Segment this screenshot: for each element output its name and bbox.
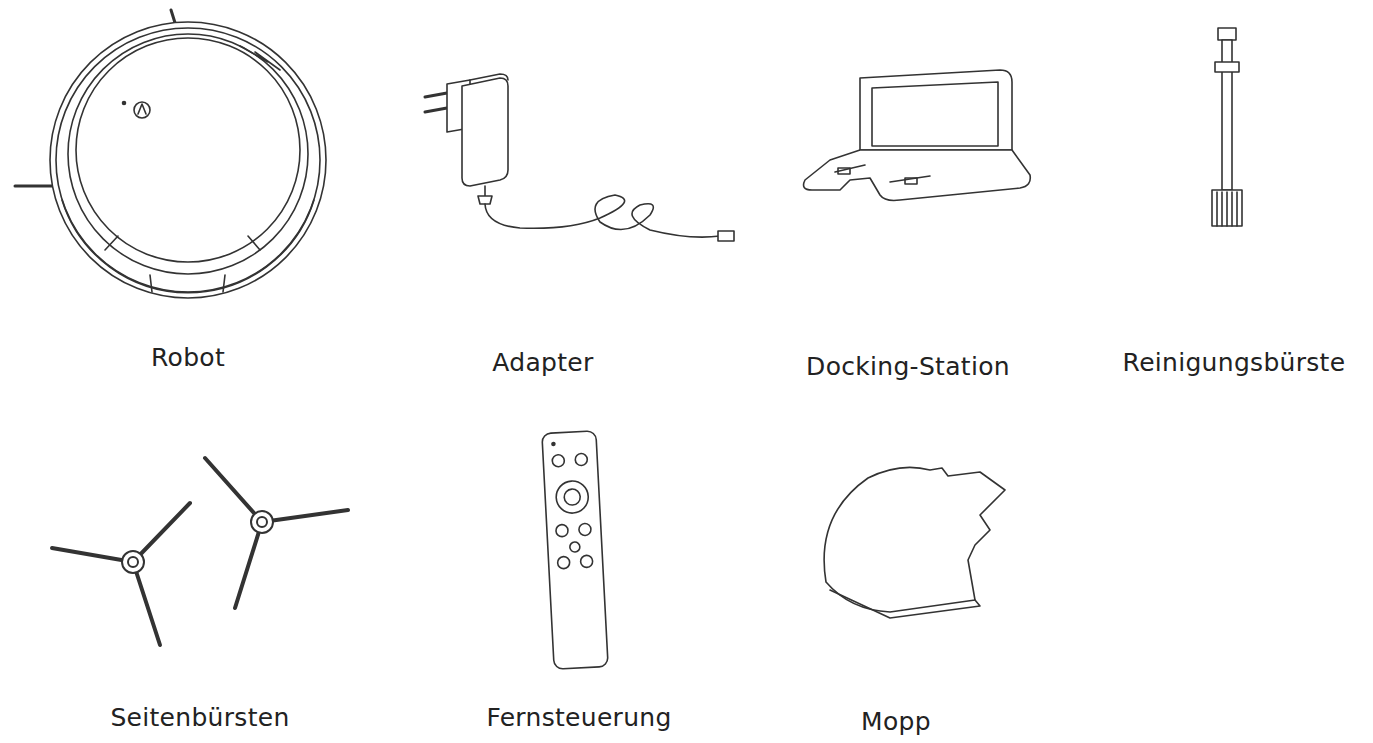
- adapter-drawing: [425, 74, 734, 241]
- docking-station-drawing: [804, 70, 1031, 200]
- part-name: Fernsteuerung: [486, 703, 671, 732]
- side-brushes-drawing: [52, 458, 348, 645]
- mop-drawing: [824, 467, 1005, 618]
- part-name: Reinigungsbürste: [1123, 348, 1346, 377]
- part-name: Mopp: [861, 707, 931, 736]
- part-name: Robot: [151, 343, 225, 372]
- cleaning-brush-drawing: [1212, 28, 1242, 226]
- part-name: Docking-Station: [806, 352, 1010, 381]
- robot-drawing: [15, 10, 326, 298]
- part-name: Seitenbürsten: [110, 703, 289, 732]
- remote-control-drawing: [542, 431, 608, 670]
- part-name: Adapter: [492, 348, 593, 377]
